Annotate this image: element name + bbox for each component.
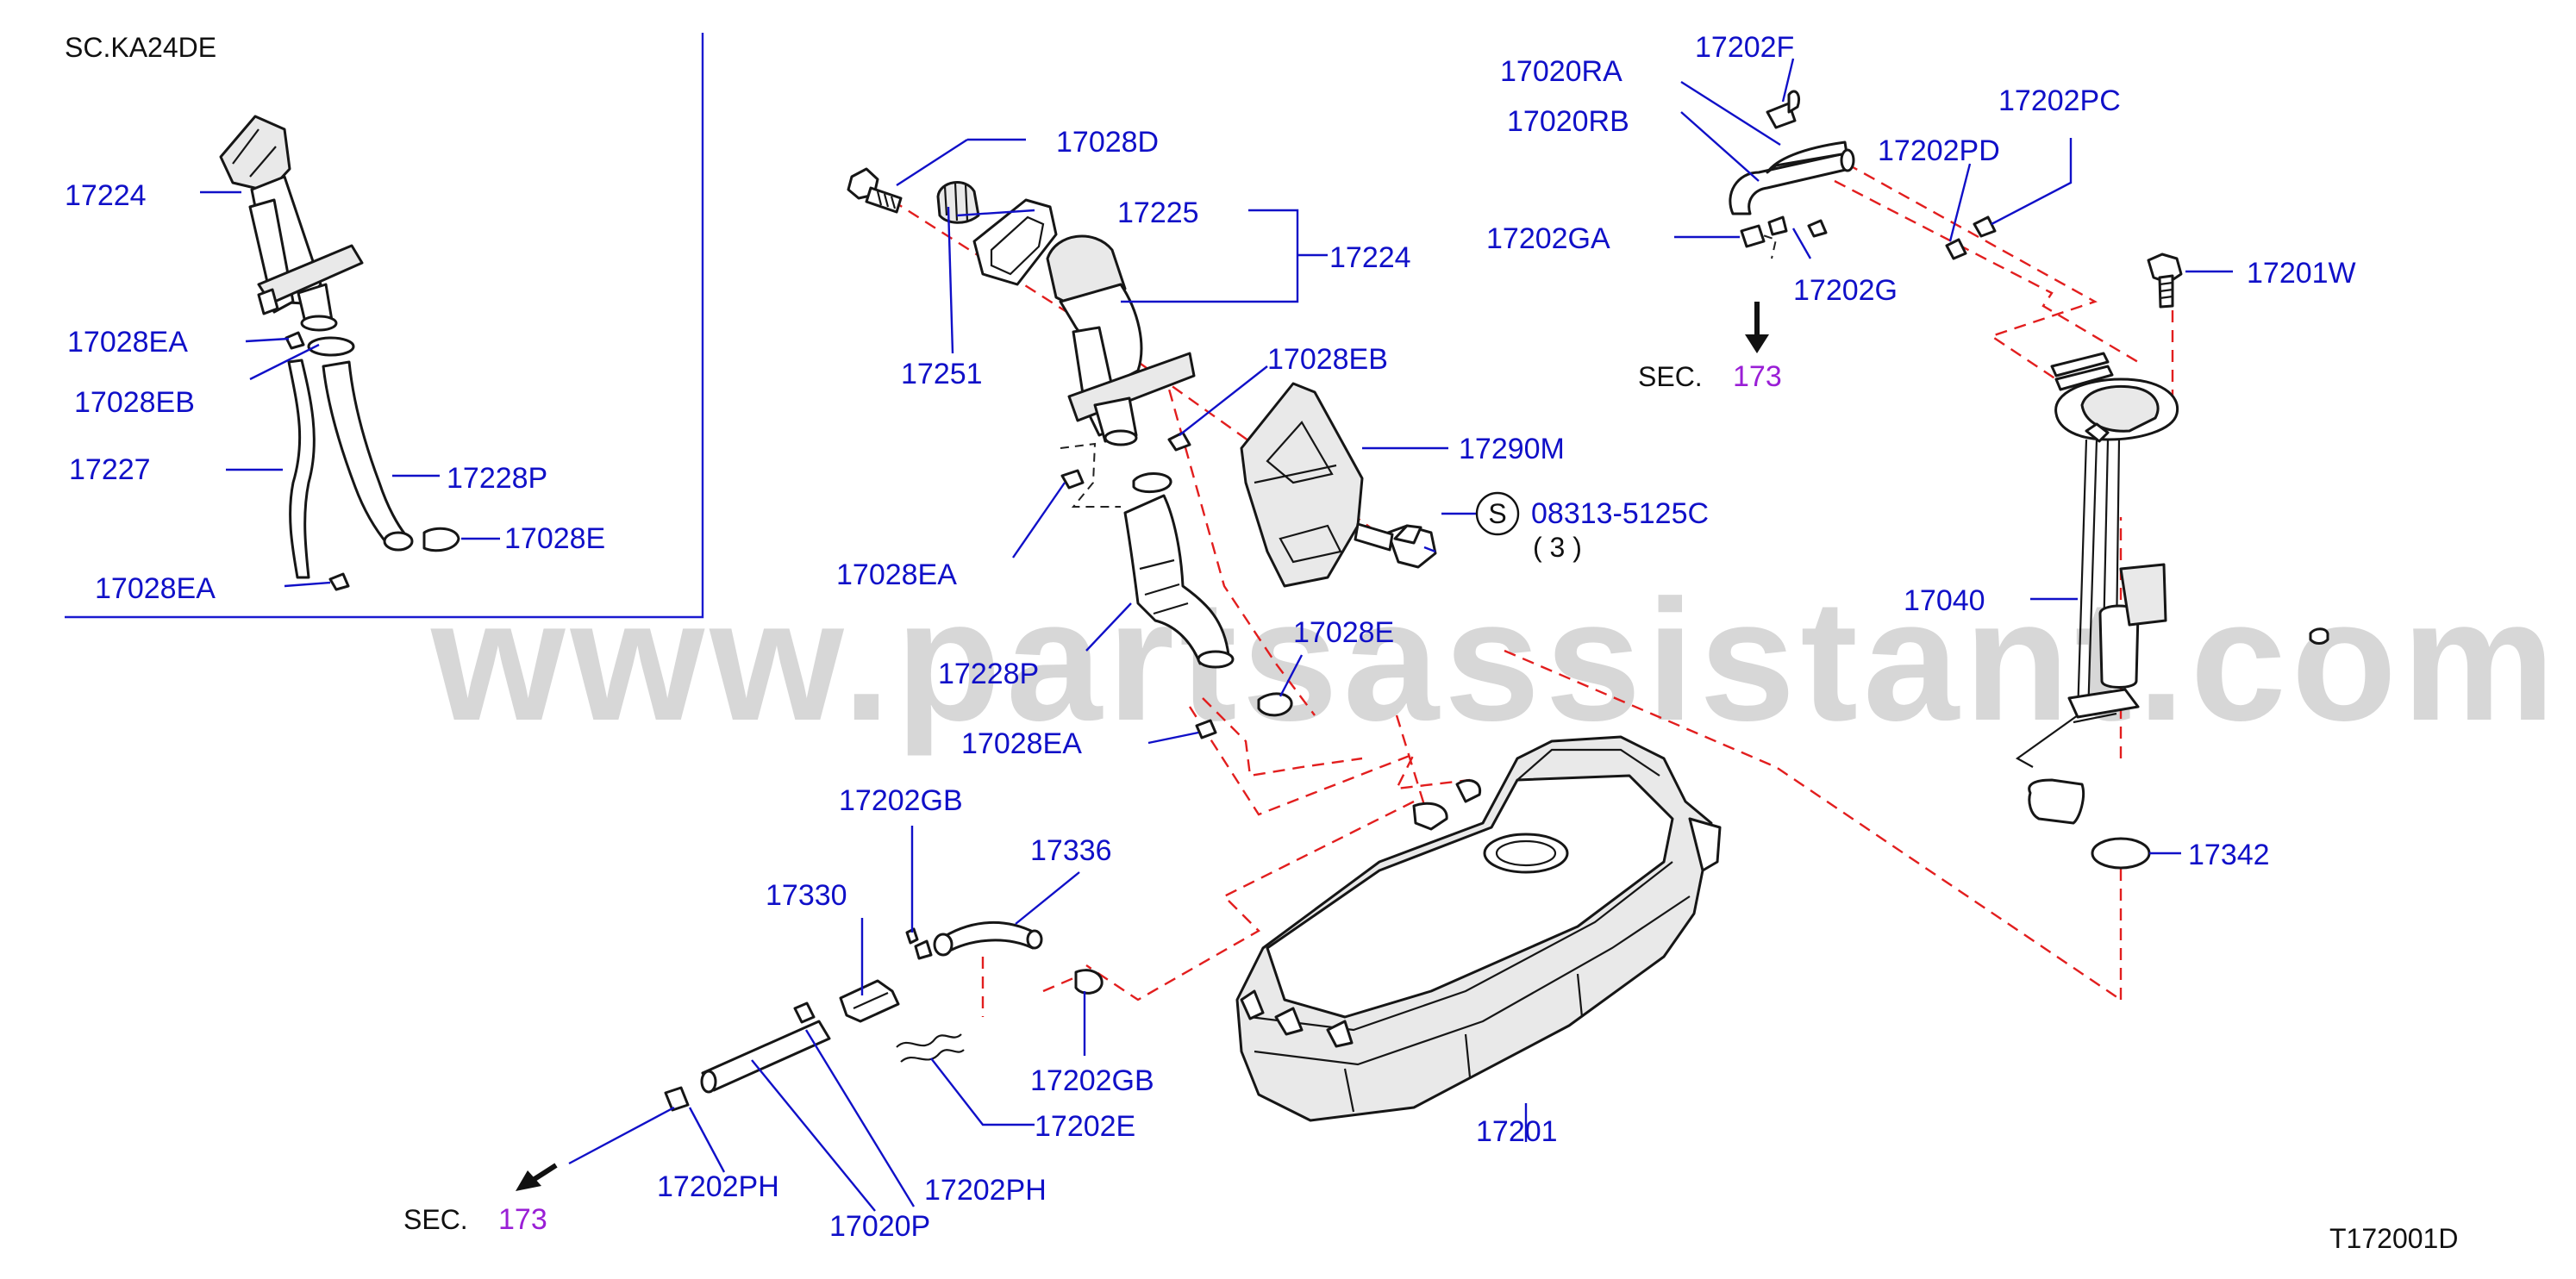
label-17202F: 17202F [1695, 31, 1794, 64]
label-17290M: 17290M [1459, 433, 1565, 465]
sec-number-bottom[interactable]: 173 [498, 1203, 547, 1236]
label-17028D: 17028D [1056, 126, 1159, 159]
label-17202GB-upper: 17202GB [839, 784, 963, 817]
label-17224: 17224 [1329, 241, 1411, 274]
screw-callout: S 08313-5125C ( 3 ) [1475, 491, 1709, 563]
inset-panel: SC.KA24DE 17224 [65, 32, 704, 619]
label-17040: 17040 [1904, 584, 1985, 617]
inset-title: SC.KA24DE [65, 32, 216, 63]
inset-label-17227: 17227 [69, 453, 151, 486]
label-17028EB: 17028EB [1267, 343, 1388, 376]
label-17201W: 17201W [2247, 257, 2356, 290]
fuel-sender-drawing [2015, 253, 2329, 870]
inset-filler-neck-drawing [219, 115, 364, 332]
label-08313-5125C: 08313-5125C [1531, 497, 1709, 530]
label-17202PH-right: 17202PH [924, 1174, 1047, 1207]
filler-neck-drawing [847, 167, 1293, 739]
inset-label-17228P: 17228P [447, 462, 547, 495]
sec-ref-top[interactable]: SEC. 173 [1638, 360, 1782, 393]
fuel-tank-drawing [1235, 735, 1722, 1122]
label-17028EA-lower: 17028EA [961, 727, 1082, 760]
label-17336: 17336 [1030, 834, 1112, 867]
label-17330: 17330 [766, 879, 847, 912]
sec-prefix-top: SEC. [1638, 361, 1703, 392]
screw-symbol: S [1488, 498, 1506, 529]
sec-prefix-bottom: SEC. [403, 1204, 468, 1235]
inset-label-17028EA-lower: 17028EA [95, 572, 216, 605]
label-17228P: 17228P [938, 658, 1039, 690]
sec-number-top[interactable]: 173 [1733, 360, 1782, 393]
fuel-line-drawing [664, 920, 1104, 1112]
inset-label-17028E: 17028E [504, 522, 605, 555]
part-labels: 17028D 17225 17224 17251 17028EB 17290M … [403, 31, 2458, 1254]
label-17225: 17225 [1117, 197, 1199, 229]
label-17020RB: 17020RB [1507, 105, 1629, 138]
sec-arrows [516, 302, 1769, 1191]
inset-label-17224: 17224 [65, 179, 147, 212]
label-17028EA-upper: 17028EA [836, 558, 957, 591]
sec-ref-bottom[interactable]: SEC. 173 [403, 1203, 547, 1236]
label-17202PH-left: 17202PH [657, 1170, 779, 1203]
vent-hoses-drawing [1729, 90, 1997, 260]
inset-hoses-drawing [284, 331, 460, 591]
label-17020RA: 17020RA [1500, 55, 1623, 88]
label-quantity: ( 3 ) [1533, 532, 1582, 563]
label-17202PC: 17202PC [1998, 84, 2121, 117]
label-17020P: 17020P [829, 1210, 930, 1243]
label-17201: 17201 [1476, 1115, 1558, 1148]
leader-lines [568, 58, 2233, 1212]
inset-label-17028EB: 17028EB [74, 386, 195, 419]
inset-label-17028EA: 17028EA [67, 326, 188, 359]
label-17202GB-lower: 17202GB [1030, 1064, 1154, 1097]
label-17202G: 17202G [1793, 274, 1898, 307]
label-17202E: 17202E [1035, 1110, 1135, 1143]
inset-frame [65, 33, 704, 619]
heat-shield-drawing [1240, 382, 1364, 588]
screw-drawing [1354, 522, 1437, 569]
watermark: www.partsassistant.com [430, 565, 2560, 757]
label-17202GA: 17202GA [1486, 222, 1610, 255]
label-17028E: 17028E [1293, 616, 1394, 649]
diagram-code: T172001D [2329, 1223, 2458, 1254]
label-17342: 17342 [2188, 839, 2270, 871]
label-17251: 17251 [901, 358, 983, 390]
label-17202PD: 17202PD [1878, 134, 2000, 167]
